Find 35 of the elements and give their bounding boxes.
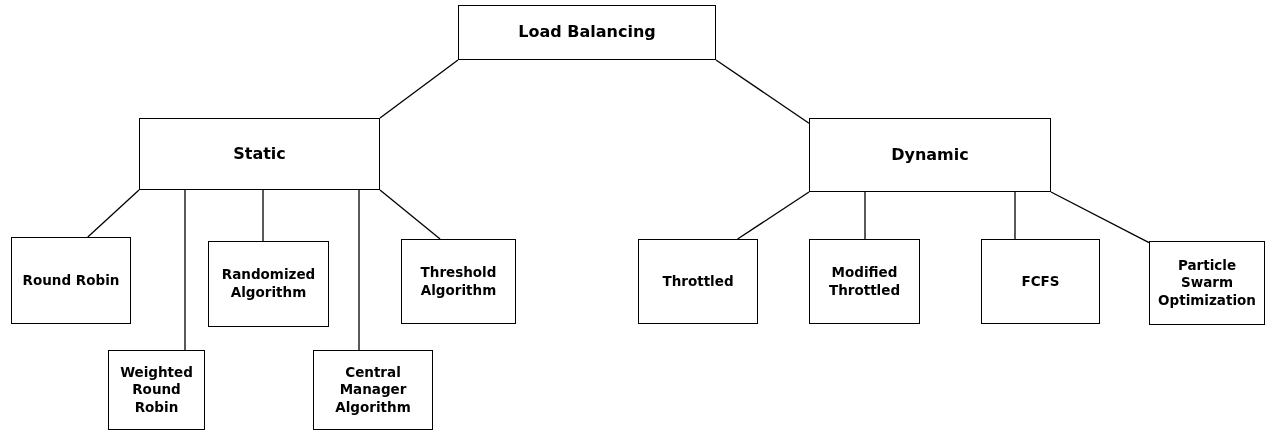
connector-line xyxy=(864,191,866,240)
box-label: Static xyxy=(233,143,286,165)
box xyxy=(981,239,1100,324)
box xyxy=(458,5,716,60)
box-label: FCFS xyxy=(1021,272,1060,291)
connector-line xyxy=(358,189,360,351)
connector-line xyxy=(736,191,810,240)
box xyxy=(638,239,758,324)
box xyxy=(809,118,1051,192)
connector-line xyxy=(184,189,186,351)
connector-line xyxy=(87,189,140,238)
box-label: Modified Throttled xyxy=(827,263,902,300)
connector-line xyxy=(379,59,459,119)
box xyxy=(401,239,516,324)
box xyxy=(313,350,433,430)
box xyxy=(809,239,920,324)
box-label: Randomized Algorithm xyxy=(220,266,317,302)
connector-line xyxy=(379,189,441,240)
box xyxy=(108,350,205,430)
box-label: Particle Swarm Optimization xyxy=(1157,256,1257,310)
box xyxy=(139,118,380,190)
box xyxy=(208,241,329,327)
connector-line xyxy=(1050,191,1150,244)
box-label: Central Manager Algorithm xyxy=(334,363,412,417)
connector-line xyxy=(262,189,264,242)
box-label: Weighted Round Robin xyxy=(119,363,194,417)
box-label: Load Balancing xyxy=(518,22,656,43)
box-label: Throttled xyxy=(662,272,734,291)
box xyxy=(11,237,131,324)
connector-line xyxy=(715,59,810,124)
box-label: Round Robin xyxy=(22,271,120,290)
box-label: Dynamic xyxy=(891,144,969,166)
box-label: Threshold Algorithm xyxy=(419,263,498,300)
box xyxy=(1149,241,1265,325)
connector-line xyxy=(1014,191,1016,240)
